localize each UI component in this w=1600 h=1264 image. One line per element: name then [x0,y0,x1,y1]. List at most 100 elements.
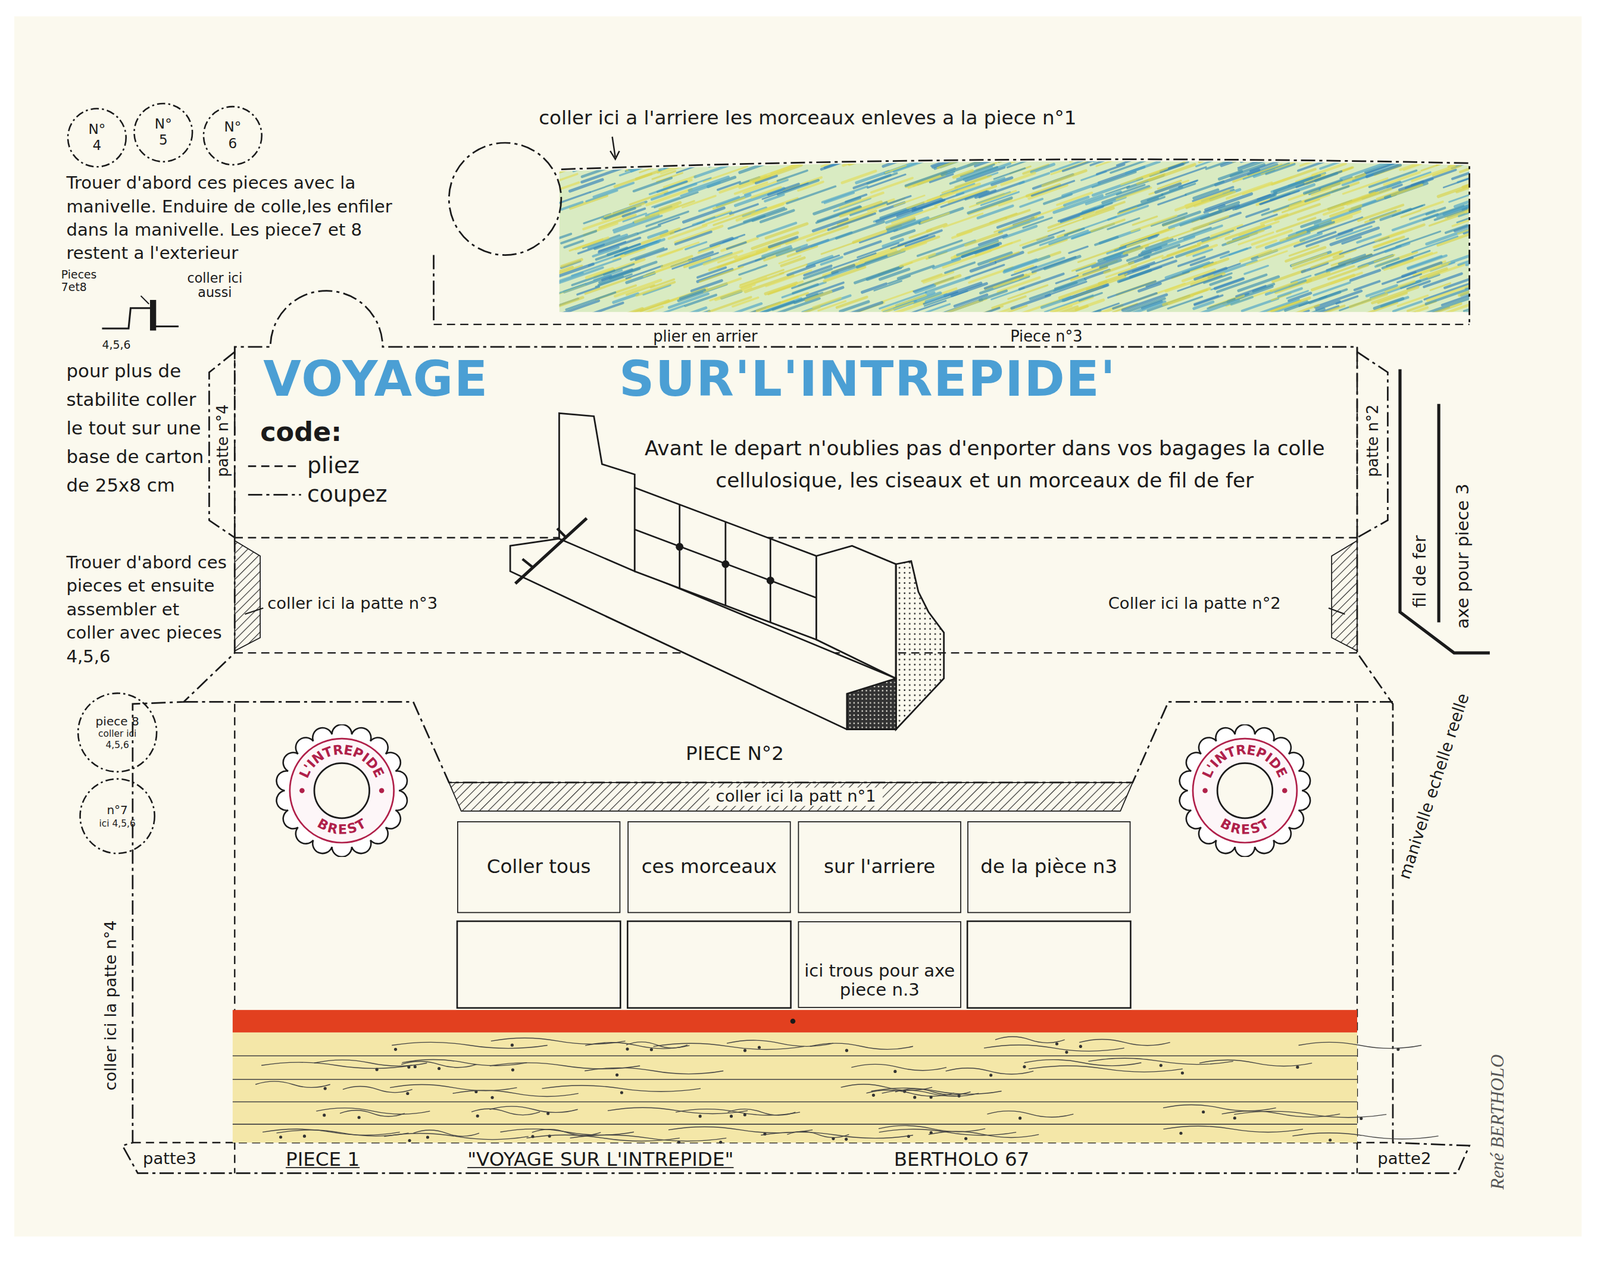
crayon-stroke [635,208,674,223]
crayon-stroke [1276,217,1315,231]
wood-grain-line [879,1129,1017,1136]
crayon-stroke [1433,166,1461,176]
rivet [676,544,683,550]
wood-knot [845,1049,849,1053]
crayon-stroke [1119,262,1155,275]
wood-knot [279,1135,283,1139]
crayon-stroke [1449,185,1499,203]
crayon-stroke [1338,254,1365,264]
crayon-stroke [920,304,950,315]
crayon-stroke [781,257,805,267]
crayon-stroke [915,285,935,293]
crayon-stroke [1054,195,1103,213]
ring-letter: R [1235,742,1248,759]
legend-text: pliez [307,452,360,479]
wood-knot [1018,1116,1022,1120]
box-text: de la pièce n3 [980,855,1118,878]
crayon-stroke [1420,303,1462,318]
note-text: coller ici la patte n°4 [100,920,121,1091]
glue-area [234,541,261,652]
crayon-stroke [664,288,707,303]
wood-knot [1201,1110,1205,1114]
crayon-stroke [1185,181,1224,195]
cut-box: Coller tous [457,821,621,914]
note-text: PIECE 1 [285,1148,360,1172]
plank-line [232,1123,1358,1125]
crayon-stroke [704,278,741,292]
crayon-stroke [1142,239,1176,252]
crayon-stroke [1098,142,1130,154]
crayon-stroke [904,145,940,158]
crayon-stroke [682,195,717,208]
note-text: Coller ici la patte n°2 [1108,594,1281,614]
crayon-stroke [882,295,927,311]
crayon-stroke [651,151,676,161]
crayon-stroke [1393,301,1422,312]
note-text: Piece n°3 [1010,327,1083,346]
crayon-stroke [1445,149,1474,159]
crayon-stroke [1007,155,1040,168]
crayon-stroke [1070,154,1092,162]
crayon-stroke [1244,266,1268,275]
crayon-stroke [1237,214,1277,228]
wood-grain-line [1088,1058,1233,1065]
crayon-stroke [1423,273,1462,287]
line-sample [248,464,302,467]
crayon-stroke [975,151,1018,167]
crayon-stroke [1300,233,1321,241]
axle-wire [1437,404,1441,623]
wood-knot [546,1112,550,1116]
crayon-stroke [697,269,733,282]
piece-number: piece 8 [89,715,146,730]
crayon-stroke [879,292,927,309]
wood-knot [743,1113,747,1117]
wood-knot [302,1135,306,1139]
crayon-stroke [894,157,936,173]
wood-knot [650,1048,653,1052]
note-text: patte2 [1377,1148,1431,1169]
cut-lines [122,142,1470,1174]
crayon-stroke [1041,306,1078,320]
crayon-stroke [1443,175,1480,188]
note-text: Trouer d'abord ces pieces et ensuite ass… [66,551,228,669]
crayon-stroke [1126,161,1160,174]
crayon-stroke [1471,235,1506,248]
note-text: patte3 [142,1148,197,1169]
crayon-stroke [708,297,752,312]
wood-knot [476,1114,480,1118]
crayon-stroke [1441,142,1484,158]
crayon-stroke [1411,140,1458,157]
wood-band [232,1032,1358,1143]
crayon-stroke [1233,145,1280,162]
crayon-stroke [840,301,869,312]
crayon-stroke [1105,186,1130,195]
crayon-stroke [1435,147,1475,162]
ring-dot [299,788,305,794]
crayon-stroke [1186,245,1217,256]
wood-knot [831,1137,835,1141]
crayon-stroke [570,179,603,192]
crayon-stroke [1385,281,1415,292]
wood-grain-line [491,1038,626,1045]
crank-rod [515,518,587,584]
crayon-stroke [1080,202,1112,214]
crayon-stroke [970,262,995,271]
crayon-stroke [648,305,684,319]
wood-knot [413,1065,417,1069]
crayon-stroke [739,139,783,155]
scalloped-edge [1179,724,1311,857]
crayon-stroke [1365,152,1393,162]
crayon-stroke [1375,231,1404,242]
crayon-stroke [753,165,802,183]
wood-grain [232,1036,1439,1145]
crayon-stroke [1315,264,1345,275]
wood-knot [929,1095,933,1099]
crayon-stroke [694,150,728,162]
wood-knot [757,1045,761,1049]
crayon-stroke [1454,308,1480,317]
crayon-stroke [921,213,949,223]
crayon-stroke [1350,270,1380,281]
cut-line [448,142,562,256]
note-text: plier en arrier [652,327,758,346]
crayon-stroke [844,152,865,160]
